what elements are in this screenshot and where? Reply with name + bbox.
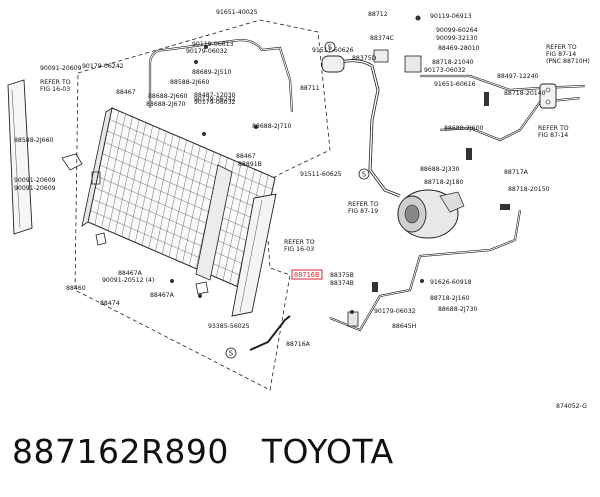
- part-label[interactable]: 88688-2J730: [438, 306, 478, 313]
- flange-plate: [539, 83, 557, 109]
- part-label[interactable]: 90179-06242: [194, 96, 236, 103]
- part-label[interactable]: 88688-2J710: [252, 123, 292, 130]
- part-label[interactable]: 88460: [66, 285, 86, 292]
- brand-name: TOYOTA: [261, 432, 394, 471]
- part-label[interactable]: 88711: [300, 85, 320, 92]
- part-label[interactable]: 90091-20512 (4): [102, 277, 154, 284]
- svg-text:FIG 87-14: FIG 87-14: [538, 132, 568, 139]
- figure-code: 874052-G: [556, 403, 587, 410]
- part-label[interactable]: 88467: [116, 89, 136, 96]
- part-label[interactable]: 88375D: [352, 55, 377, 62]
- part-label[interactable]: 88688-2J670: [146, 101, 186, 108]
- part-label[interactable]: 90091-20609: [14, 177, 56, 184]
- part-label[interactable]: 88645H: [392, 323, 417, 330]
- side-shield-left: [7, 79, 33, 235]
- svg-text:REFER TO: REFER TO: [348, 201, 379, 208]
- part-label[interactable]: 90179-06032: [186, 48, 228, 55]
- part-label[interactable]: 91626-60918: [430, 279, 472, 286]
- svg-text:FIG 87-14: FIG 87-14: [546, 51, 576, 58]
- part-label[interactable]: 90099-60264: [436, 27, 478, 34]
- receiver-drier: [321, 49, 422, 73]
- svg-text:FIG 16-03: FIG 16-03: [40, 86, 70, 93]
- svg-text:FIG 87-19: FIG 87-19: [348, 208, 378, 215]
- part-label[interactable]: 88718-21040: [432, 59, 474, 66]
- part-label[interactable]: 88717A: [504, 169, 529, 176]
- part-label[interactable]: 88374C: [370, 35, 394, 42]
- part-label[interactable]: 90179-06032: [374, 308, 416, 315]
- part-label[interactable]: 88467A: [118, 270, 143, 277]
- condenser: [81, 107, 276, 293]
- part-label[interactable]: 93385-56025: [208, 323, 250, 330]
- svg-text:FIG 16-03: FIG 16-03: [284, 246, 314, 253]
- part-label[interactable]: 88375B: [330, 272, 354, 279]
- part-label[interactable]: 88469-28010: [438, 45, 480, 52]
- svg-text:88716B: 88716B: [294, 271, 320, 279]
- refer-note-fig87-19: REFER TO FIG 87-19: [348, 201, 379, 215]
- part-label[interactable]: 90173-06032: [424, 67, 466, 74]
- part-label[interactable]: 88474: [100, 300, 120, 307]
- part-label[interactable]: 91651-40025: [216, 9, 258, 16]
- part-label[interactable]: 90091-20609: [40, 65, 82, 72]
- part-label[interactable]: 88718-2J180: [424, 179, 464, 186]
- part-label[interactable]: 88487-12030: [194, 92, 236, 99]
- svg-text:S: S: [229, 350, 233, 358]
- clamp-88645h: [347, 311, 359, 327]
- part-label[interactable]: 90119-06913: [430, 13, 472, 20]
- part-label[interactable]: 91651-60616: [434, 81, 476, 88]
- parts-diagram: S S S 91651-40025 91511-60626 88712 90119-0…: [7, 9, 590, 410]
- part-label[interactable]: 90091-20609: [14, 185, 56, 192]
- part-label[interactable]: 88688-2J600: [444, 125, 484, 132]
- part-label[interactable]: 88688-2J660: [148, 93, 188, 100]
- refer-note-fig16-03-mid: REFER TO FIG 16-03: [284, 239, 315, 253]
- part-label[interactable]: 88689-2J510: [192, 69, 232, 76]
- part-label[interactable]: 88688-2J330: [420, 166, 460, 173]
- condenser-brackets: [61, 153, 209, 295]
- part-label[interactable]: 88718-2J160: [430, 295, 470, 302]
- discharge-hose: [339, 59, 401, 198]
- refer-note-fig87-14-b: REFER TO FIG 87-14: [538, 125, 569, 139]
- part-label[interactable]: 88718-20150: [508, 186, 550, 193]
- refer-note-fig87-14-a: REFER TO FIG 87-14 (PNC 88710H): [546, 44, 590, 65]
- part-label[interactable]: 88718-20140: [504, 90, 546, 97]
- part-label[interactable]: 90179-06032: [194, 99, 236, 106]
- s-markers: S S S: [225, 41, 370, 359]
- svg-text:S: S: [362, 171, 366, 179]
- svg-text:REFER TO: REFER TO: [546, 44, 577, 51]
- svg-text:S: S: [328, 44, 332, 52]
- part-label[interactable]: 88712: [368, 11, 388, 18]
- part-label[interactable]: 90119-06613: [192, 41, 234, 48]
- part-label[interactable]: 88374B: [330, 280, 354, 287]
- svg-text:REFER TO: REFER TO: [538, 125, 569, 132]
- small-fasteners: [170, 15, 510, 314]
- part-label[interactable]: 90099-32130: [436, 35, 478, 42]
- part-label[interactable]: 88588-2J660: [170, 79, 210, 86]
- part-label[interactable]: 91511-60626: [312, 47, 354, 54]
- svg-text:(PNC 88710H): (PNC 88710H): [546, 58, 590, 65]
- part-label[interactable]: 88467: [236, 153, 256, 160]
- part-label[interactable]: 91511-60625: [300, 171, 342, 178]
- svg-text:REFER TO: REFER TO: [284, 239, 315, 246]
- part-label[interactable]: 88588-2J660: [14, 137, 54, 144]
- part-label[interactable]: 88497-12240: [497, 73, 539, 80]
- part-number: 887162R890: [12, 432, 229, 471]
- svg-text:REFER TO: REFER TO: [40, 79, 71, 86]
- part-label[interactable]: 90179-06242: [82, 63, 124, 70]
- part-label[interactable]: 88891B: [238, 161, 262, 168]
- part-caption: 887162R890 TOYOTA: [12, 432, 394, 471]
- pipe-88716a: [249, 315, 291, 351]
- part-label[interactable]: 88716A: [286, 341, 311, 348]
- highlighted-part-88716b[interactable]: 88716B: [291, 269, 323, 280]
- side-shield-mid: [231, 193, 277, 317]
- refer-note-fig16-03-left: REFER TO FIG 16-03: [40, 79, 71, 93]
- part-label[interactable]: 88467A: [150, 292, 175, 299]
- compressor: [397, 189, 465, 239]
